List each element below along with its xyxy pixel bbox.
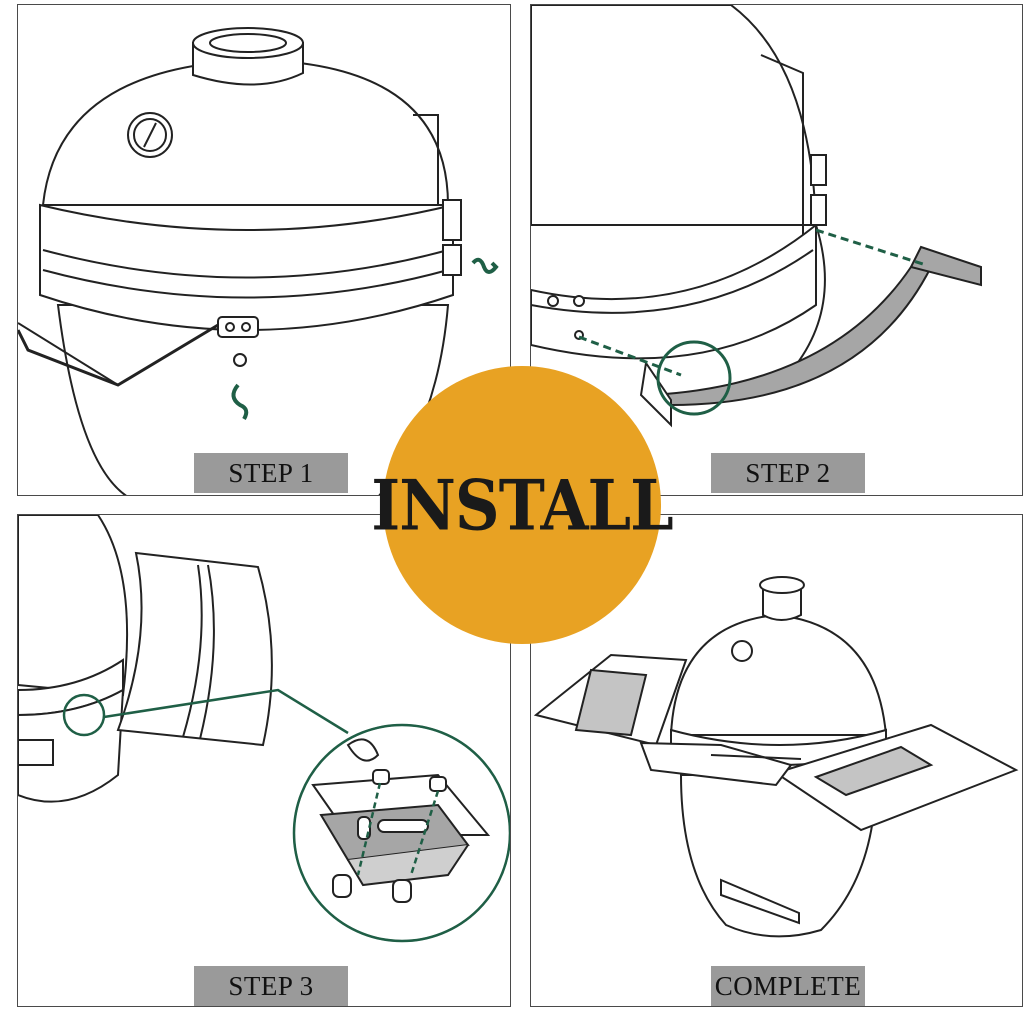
install-title: INSTALL bbox=[371, 464, 673, 546]
detail-zoom-circle bbox=[656, 340, 732, 416]
step-1-illustration bbox=[18, 27, 499, 495]
step-2-label: STEP 2 bbox=[711, 453, 865, 493]
step-2-illustration bbox=[531, 5, 982, 428]
step-1-panel: STEP 1 bbox=[17, 4, 511, 496]
complete-illustration bbox=[533, 576, 1019, 938]
step-1-label: STEP 1 bbox=[194, 453, 348, 493]
alignment-guide-icon bbox=[578, 228, 927, 377]
step-3-panel: STEP 3 bbox=[17, 514, 511, 1007]
rotate-arrow-icon bbox=[231, 257, 499, 421]
step-3-illustration bbox=[18, 515, 510, 943]
complete-label: COMPLETE bbox=[711, 966, 865, 1006]
detail-zoom-callout bbox=[62, 688, 510, 943]
install-badge: INSTALL bbox=[371, 366, 674, 644]
step-3-label: STEP 3 bbox=[194, 966, 348, 1006]
